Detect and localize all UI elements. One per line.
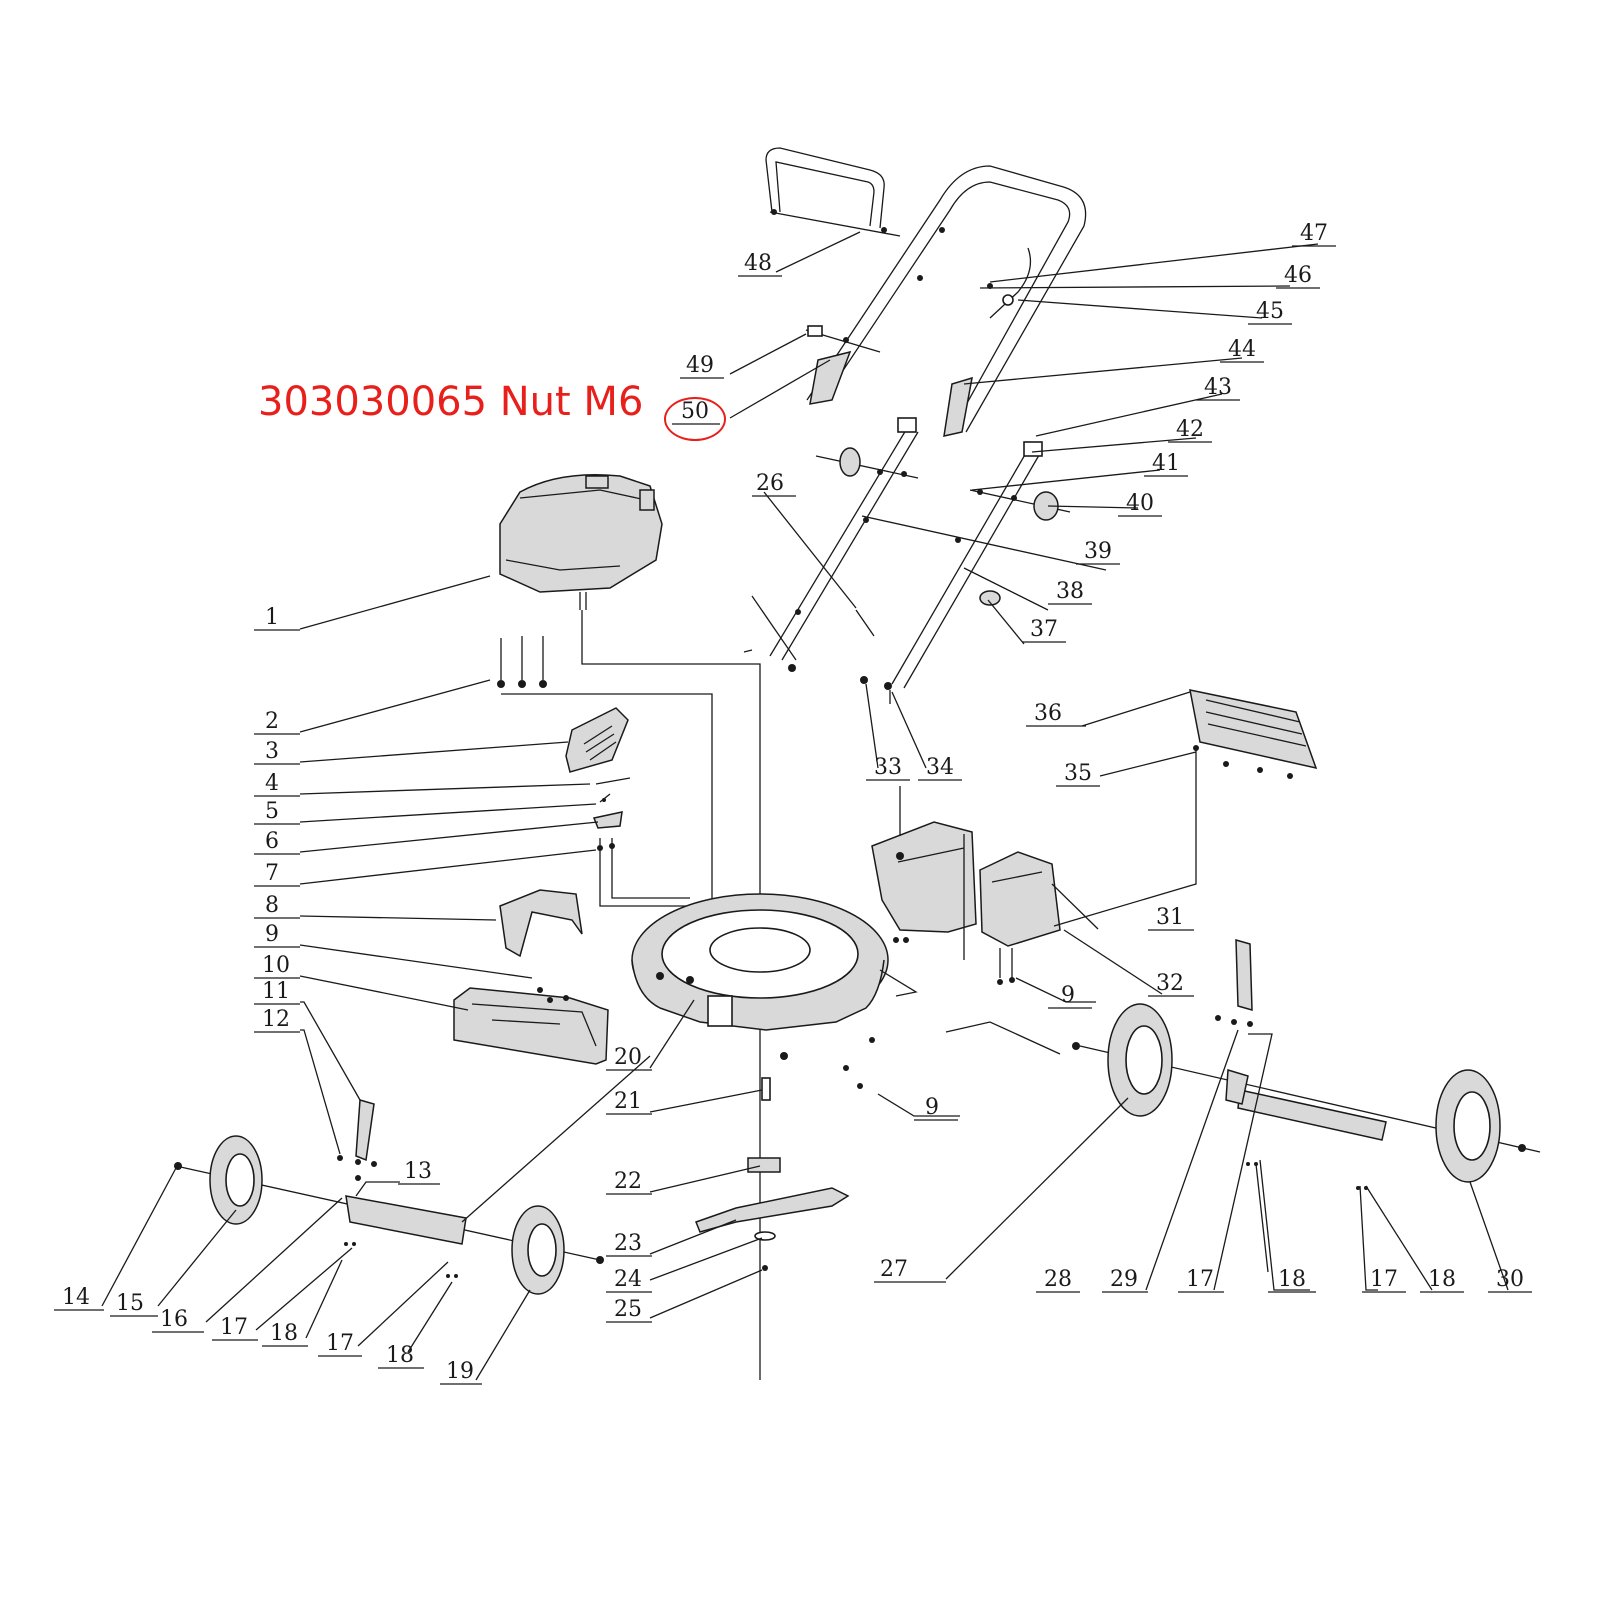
callout-3: 3 — [265, 739, 279, 764]
callout-17b: 17 — [326, 1331, 354, 1356]
callout-18b: 18 — [386, 1343, 414, 1368]
callout-39: 39 — [1084, 539, 1112, 564]
callout-35: 35 — [1064, 761, 1092, 786]
callout-21: 21 — [614, 1089, 642, 1114]
callout-32: 32 — [1156, 971, 1184, 996]
rear-guard-drawing — [499, 889, 583, 958]
callout-11: 11 — [262, 979, 290, 1004]
callout-6: 6 — [265, 829, 279, 854]
callout-33: 33 — [874, 755, 902, 780]
rear-left-wheel-drawing — [1107, 1003, 1173, 1117]
callout-17c: 17 — [1186, 1267, 1214, 1292]
callout-19: 19 — [446, 1359, 474, 1384]
rear-chute-drawing — [871, 786, 1061, 985]
callout-24: 24 — [614, 1267, 642, 1292]
callout-30: 30 — [1496, 1267, 1524, 1292]
callout-17d: 17 — [1370, 1267, 1398, 1292]
callout-14: 14 — [62, 1285, 90, 1310]
callout-labels: 1 2 3 4 5 6 7 8 9 10 11 12 13 14 15 16 1… — [54, 221, 1532, 1385]
callout-26: 26 — [756, 471, 784, 496]
callout-50-highlight-circle — [664, 397, 726, 441]
catcher-bar-drawing — [1053, 689, 1318, 927]
callout-25: 25 — [614, 1297, 642, 1322]
callout-37: 37 — [1030, 617, 1058, 642]
upper-handle-drawing — [806, 165, 1087, 437]
callout-9: 9 — [265, 922, 279, 947]
callout-10: 10 — [262, 953, 290, 978]
callout-45: 45 — [1256, 299, 1284, 324]
callout-47: 47 — [1300, 221, 1328, 246]
knob-41-drawing — [815, 447, 1071, 521]
callout-18c: 18 — [1278, 1267, 1306, 1292]
callout-36: 36 — [1034, 701, 1062, 726]
blade-parts-drawing — [695, 1037, 875, 1271]
callout-13: 13 — [404, 1159, 432, 1184]
deck-drawing — [631, 893, 918, 1031]
small-parts-3-7-drawing — [565, 707, 690, 907]
callout-49: 49 — [686, 353, 714, 378]
bolts-33-34-drawing — [860, 676, 892, 704]
callout-4: 4 — [265, 771, 279, 796]
callout-12: 12 — [262, 1007, 290, 1032]
callout-5: 5 — [265, 799, 279, 824]
callout-46: 46 — [1284, 263, 1312, 288]
callout-31: 31 — [1156, 905, 1184, 930]
callout-9b: 9 — [1061, 983, 1075, 1008]
rear-right-wheel-drawing — [1435, 1069, 1501, 1183]
callout-9c: 9 — [925, 1095, 939, 1120]
callout-27: 27 — [880, 1257, 908, 1282]
callout-44: 44 — [1228, 337, 1256, 362]
callout-15: 15 — [116, 1291, 144, 1316]
callout-2: 2 — [265, 709, 279, 734]
callout-42: 42 — [1176, 417, 1204, 442]
callout-38: 38 — [1056, 579, 1084, 604]
callout-17: 17 — [220, 1315, 248, 1340]
callout-23: 23 — [614, 1231, 642, 1256]
callout-43: 43 — [1204, 375, 1232, 400]
front-right-wheel-drawing — [511, 1205, 565, 1295]
callout-18: 18 — [270, 1321, 298, 1346]
callout-40: 40 — [1126, 491, 1154, 516]
front-left-wheel-drawing — [209, 1135, 263, 1225]
callout-7: 7 — [265, 861, 279, 886]
callout-18d: 18 — [1428, 1267, 1456, 1292]
bail-bar-drawing — [765, 147, 901, 237]
callout-16: 16 — [160, 1307, 188, 1332]
cover-10-drawing — [453, 987, 609, 1065]
callout-48: 48 — [744, 251, 772, 276]
leader-lines — [101, 231, 1509, 1381]
lower-handles-drawing — [769, 417, 1043, 689]
callout-20: 20 — [614, 1045, 642, 1070]
callout-41: 41 — [1152, 451, 1180, 476]
bolt-49-drawing — [805, 325, 881, 353]
callout-8: 8 — [265, 893, 279, 918]
callout-1: 1 — [265, 605, 279, 630]
engine-drawing — [499, 473, 663, 610]
callout-29: 29 — [1110, 1267, 1138, 1292]
callout-28: 28 — [1044, 1267, 1072, 1292]
callout-22: 22 — [614, 1169, 642, 1194]
part-number-note: 303030065 Nut M6 — [258, 379, 644, 425]
cable-26-drawing — [743, 590, 1001, 672]
callout-34: 34 — [926, 755, 954, 780]
